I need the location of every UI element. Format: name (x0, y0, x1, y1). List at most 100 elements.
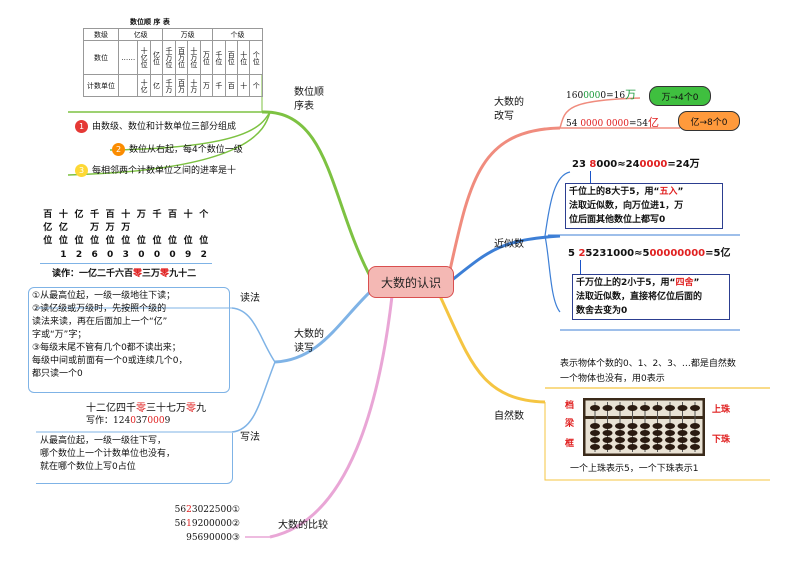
table-header-cell: 亿级 (118, 28, 164, 41)
read-rule-line: ②读亿级或万级时，先按照个级的 (32, 304, 167, 314)
central-topic[interactable]: 大数的认识 (368, 266, 454, 298)
digit-cell: 千位 (212, 40, 226, 75)
abacus-bead (615, 437, 625, 443)
place-head: 亿 (74, 210, 84, 220)
abacus-bead (640, 430, 650, 436)
branch-readwrite[interactable]: 大数的 读写 (294, 329, 324, 354)
place-head: 十 (58, 210, 68, 220)
place-head: 位 (136, 236, 146, 246)
abacus-bead (590, 437, 600, 443)
branch-compare[interactable]: 大数的比较 (278, 520, 328, 531)
abacus-bead (602, 444, 613, 450)
digit-cell: 十亿位 (137, 40, 151, 75)
fact-text: 由数级、数位和计数单位三部分组成 (92, 122, 237, 132)
branch-write[interactable]: 写法 (240, 432, 260, 443)
abacus-bead (640, 444, 650, 450)
place-digit: 2 (75, 250, 83, 260)
branch-rewrite[interactable]: 大数的 改写 (494, 97, 524, 122)
rewrite-example-2: 54 0000 0000=54亿 (566, 116, 659, 129)
digit-cell: 个位 (249, 40, 263, 75)
unit-cell: 十 (236, 74, 251, 97)
abacus-bead (665, 430, 675, 436)
abacus-bead (627, 430, 638, 436)
table-header-cell: 个级 (212, 28, 263, 41)
rewrite-pill-yi: 亿→8个0 (678, 111, 740, 131)
place-head: 千 (90, 210, 100, 220)
row-label: 数位 (82, 40, 120, 75)
rewrite-pill-wan: 万→4个0 (649, 86, 711, 106)
place-head: 万 (121, 223, 131, 233)
write-rule-line: 哪个数位上一个计数单位也没有， (40, 449, 176, 459)
abacus-bead (690, 430, 700, 436)
place-head: 万 (90, 223, 100, 233)
natural-def-2: 一个物体也没有，用0表示 (560, 374, 665, 384)
place-head: 十 (121, 210, 131, 220)
abacus-bead (627, 405, 638, 411)
place-digit: 1 (60, 250, 67, 260)
abacus-bead (590, 444, 600, 450)
write-rule-line: 从最高位起，一级一级往下写， (40, 436, 167, 446)
branch-approx[interactable]: 近似数 (494, 239, 524, 250)
abacus-bead (652, 423, 663, 429)
abacus-bead (677, 437, 688, 443)
abacus-bead (615, 444, 625, 450)
number-badge: 2 (112, 143, 125, 156)
approx-box-1: 千位上的8大于5，用“五入” 法取近似数，向万位进1，万位后面其他数位上都写0 (565, 183, 723, 229)
abacus-caption: 一个上珠表示5，一个下珠表示1 (570, 464, 699, 474)
abacus-bead (627, 437, 638, 443)
digit-cell: 万位 (199, 40, 214, 75)
compare-list: 5623022500① 5619200000② 95690000③ (170, 503, 240, 545)
abacus-bead (690, 444, 700, 450)
place-head: 位 (74, 236, 84, 246)
unit-cell: 个 (249, 74, 263, 97)
row-label: 计数单位 (82, 74, 120, 97)
reading-example: 读作：一亿二千六百零三万零九十二 (52, 269, 197, 279)
abacus-bead (652, 437, 663, 443)
abacus-bead (615, 423, 625, 429)
branch-read[interactable]: 读法 (240, 293, 260, 304)
abacus-bead (690, 423, 700, 429)
abacus-bead (602, 423, 613, 429)
place-head: 位 (58, 236, 68, 246)
branch-natural[interactable]: 自然数 (494, 411, 524, 422)
place-digit: 0 (153, 250, 161, 260)
abacus-bead (665, 423, 675, 429)
abacus-bead (590, 430, 600, 436)
abacus-label-beam: 梁 (565, 419, 575, 429)
fact-text: 每相邻两个计数单位之间的进率是十 (92, 166, 237, 176)
abacus-bead (677, 444, 688, 450)
table-header-cell: 数级 (82, 28, 120, 41)
branch-seq-table[interactable]: 数位顺 序表 (294, 87, 324, 112)
unit-cell: 千 (212, 74, 226, 97)
compare-item: 5619200000② (174, 519, 240, 529)
abacus-image (583, 398, 705, 456)
place-digit: 6 (91, 250, 98, 260)
place-head: 位 (152, 236, 162, 246)
read-rule-line: ③每级末尾不管有几个0都不读出来； (32, 343, 181, 353)
place-head: 万 (105, 223, 115, 233)
unit-cell: 百 (224, 74, 239, 97)
compare-item: 5623022500① (174, 505, 240, 515)
abacus-bead (665, 444, 675, 450)
write-example-digits: 写作：1240370009 (86, 416, 171, 426)
abacus-bead (640, 437, 650, 443)
abacus-label-upper: 上珠 (712, 405, 731, 415)
compare-item: 95690000③ (186, 533, 240, 543)
digit-cell: 百万位 (174, 40, 189, 75)
place-value-table: 数级 亿级 万级 个级 数位……十亿位亿位千万位百万位十万位万位千位百位十位个位… (82, 28, 263, 97)
unit-cell: 百万 (174, 74, 189, 97)
approx-example-1: 23 8000≈240000=24万 (572, 159, 700, 170)
place-head: 千 (152, 210, 162, 220)
place-head: 百 (168, 210, 178, 220)
unit-cell: 十亿 (137, 74, 151, 97)
write-rules-box: 从最高位起，一级一级往下写，哪个数位上一个计数单位也没有，就在哪个数位上写0占位 (36, 433, 233, 484)
abacus-label-border: 框 (565, 439, 575, 449)
abacus-bead (590, 405, 600, 411)
place-head: 亿 (43, 223, 53, 233)
fact-text: 数位从右起，每4个数位一级 (129, 145, 243, 155)
number-badge: 1 (75, 120, 88, 133)
place-head: 位 (168, 236, 178, 246)
place-head: 百 (43, 210, 53, 220)
place-digit: 2 (200, 250, 207, 260)
place-head: 位 (199, 236, 209, 246)
